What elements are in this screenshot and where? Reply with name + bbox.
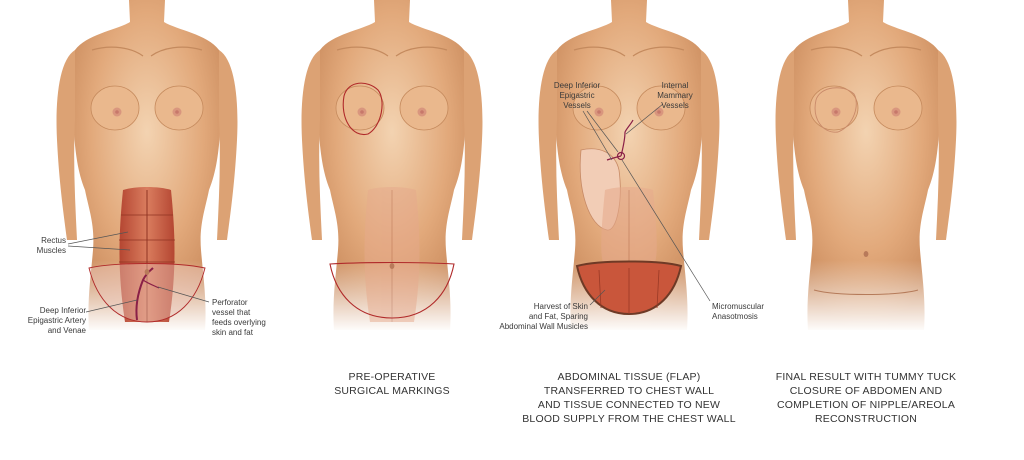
abdominal-marking xyxy=(329,261,455,319)
abdominal-muscle-outline xyxy=(364,187,420,322)
reconstructed-breast-scar xyxy=(814,87,857,133)
caption-pre-operative: PRE-OPERATIVE SURGICAL MARKINGS xyxy=(334,371,450,397)
abdominal-muscles-3 xyxy=(601,187,657,266)
epigastric-vessel xyxy=(135,267,154,321)
figure-flap-transfer xyxy=(533,0,725,333)
leaders-figure-1 xyxy=(67,231,210,313)
torso-4 xyxy=(770,0,962,333)
label-perforator-vessel: Perforator vessel that feeds overlying s… xyxy=(212,298,266,337)
tummy-tuck-scar xyxy=(813,289,919,295)
caption-flap-transfer: ABDOMINAL TISSUE (FLAP) TRANSFERRED TO C… xyxy=(522,371,736,425)
microvascular-anastomosis xyxy=(606,119,634,161)
label-harvest-skin-fat: Harvest of Skin and Fat, Sparing Abdomin… xyxy=(499,302,588,331)
figure-final-result xyxy=(770,0,962,333)
label-rectus-muscles: Rectus Muscles xyxy=(36,236,66,255)
label-epigastric-artery: Deep Inferior Epigastric Artery and Vena… xyxy=(27,306,86,335)
figure-pre-operative xyxy=(296,0,488,333)
label-deep-inferior-epigastric-vessels: Deep Inferior Epigastric Vessels xyxy=(553,81,601,110)
label-micromuscular-anastomosis: Micromuscular Anasotmosis xyxy=(712,302,765,321)
label-internal-mammary-vessels: Internal Mammary Vessels xyxy=(657,81,693,110)
leaders-figure-3 xyxy=(582,103,711,306)
breast-marking xyxy=(342,82,383,135)
perforator-vessel xyxy=(142,279,160,289)
figure-anatomy xyxy=(51,0,243,333)
caption-final-result: FINAL RESULT WITH TUMMY TUCK CLOSURE OF … xyxy=(775,371,957,425)
rectus-muscles xyxy=(119,187,175,322)
flap-outline-1 xyxy=(88,263,206,323)
